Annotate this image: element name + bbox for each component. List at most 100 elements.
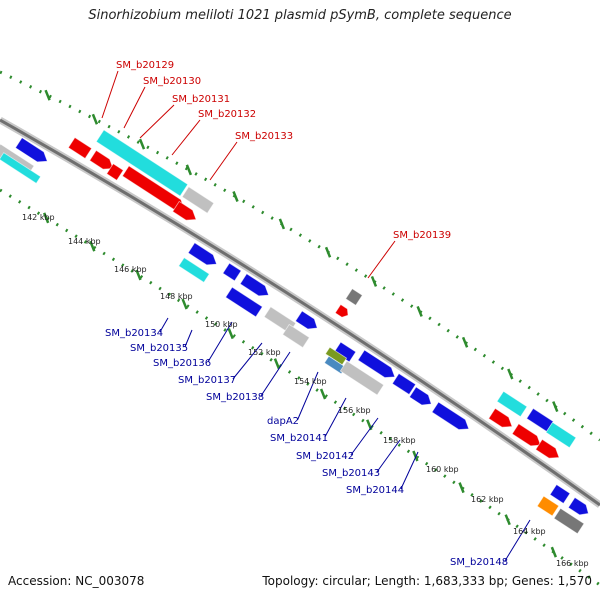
gene-shape [95, 129, 189, 197]
reverse-gene-label: SM_b20144 [346, 485, 404, 496]
scale-label: 142 kbp [22, 213, 55, 222]
gene-arrow [323, 355, 347, 375]
gene-arrow [89, 149, 114, 170]
gene-arrow [95, 129, 189, 197]
major-tick [550, 546, 558, 558]
gene-shape [345, 288, 363, 306]
gene-shape [282, 323, 310, 349]
major-tick [181, 298, 188, 310]
gene-shape [294, 310, 318, 330]
leader-line [350, 417, 379, 456]
major-tick-marks [42, 89, 559, 558]
scale-label: 154 kbp [294, 377, 327, 386]
gene-arrow [567, 496, 589, 516]
reverse-gene-label: SM_b20148 [450, 557, 508, 568]
gene-arrow [0, 152, 42, 184]
gene-arrow [222, 262, 242, 282]
major-tick [185, 164, 193, 176]
backbone-line-core [0, 118, 600, 507]
major-tick [138, 138, 146, 150]
gene-arrow [496, 390, 528, 418]
gene-shape [334, 303, 349, 318]
reverse-gene-label: SM_b20143 [322, 468, 380, 479]
major-tick [89, 240, 96, 252]
leader-line [171, 119, 201, 156]
reverse-gene-label: SM_b20138 [206, 392, 264, 403]
reverse-gene-label: SM_b20142 [296, 451, 354, 462]
gene-shape [408, 386, 432, 406]
gene-arrow [357, 349, 396, 378]
leader-line [297, 371, 319, 421]
leader-line [139, 104, 175, 139]
leader-line [184, 329, 193, 348]
gene-shape [535, 438, 560, 459]
gene-arrow [536, 495, 560, 517]
scale-label: 162 kbp [471, 495, 504, 504]
gene-shape [181, 186, 215, 214]
leader-line [324, 397, 347, 438]
major-tick [458, 482, 465, 494]
major-tick [552, 401, 559, 413]
gene-shape [178, 257, 210, 283]
gene-shape [545, 421, 577, 449]
gene-shape [323, 355, 347, 375]
scale-label: 164 kbp [513, 527, 546, 536]
gene-arrow [67, 136, 93, 160]
scale-label: 152 kbp [248, 348, 281, 357]
gene-arrow [535, 438, 560, 459]
gene-arrow [391, 372, 417, 396]
gene-arrow [282, 323, 310, 349]
gene-arrow [545, 421, 577, 449]
scale-label: 166 kbp [556, 559, 589, 568]
map-title: Sinorhizobium meliloti 1021 plasmid pSym… [88, 8, 512, 23]
gene-arrow [553, 507, 585, 535]
gene-arrow [333, 341, 357, 363]
gene-arrow [294, 310, 318, 330]
reverse-gene-label: dapA2 [267, 416, 299, 427]
gene-shape [67, 136, 93, 160]
reverse-gene-label: SM_b20134 [105, 328, 163, 339]
gene-arrow [511, 423, 542, 447]
accession-text: Accession: NC_003078 [8, 574, 145, 588]
major-tick [416, 305, 423, 317]
leader-line [232, 342, 263, 380]
major-tick [278, 218, 286, 230]
major-tick [273, 358, 281, 370]
scale-label: 158 kbp [383, 436, 416, 445]
gene-arrow [225, 286, 263, 318]
gene-shape [222, 262, 242, 282]
gene-arrow [14, 137, 48, 163]
scale-label: 156 kbp [338, 406, 371, 415]
gene-shape [187, 242, 218, 266]
gene-shape [172, 200, 197, 221]
gene-shape [106, 163, 124, 181]
gene-arrow [334, 303, 349, 318]
leader-line [260, 351, 291, 397]
gene-shape [536, 495, 560, 517]
major-tick [319, 388, 327, 400]
gene-shape [488, 407, 513, 428]
gene-features [0, 129, 589, 535]
leader-line [376, 439, 401, 473]
gene-arrow [187, 242, 218, 266]
gene-shape [553, 507, 585, 535]
gene-arrow [431, 401, 470, 430]
scale-label: 148 kbp [160, 292, 193, 301]
leader-line [209, 141, 238, 181]
gene-shape [496, 390, 528, 418]
gene-shape [549, 484, 571, 504]
gene-arrow [172, 200, 197, 221]
reverse-gene-label: SM_b20136 [153, 358, 211, 369]
gene-shape [0, 152, 42, 184]
major-tick [507, 368, 514, 380]
gene-labels: SM_b20129SM_b20130SM_b20131SM_b20132SM_b… [105, 60, 508, 568]
gene-shape [333, 341, 357, 363]
inner-tick-ring [0, 188, 600, 587]
backbone-line [0, 116, 600, 508]
gene-arrow [181, 186, 215, 214]
forward-gene-label: SM_b20129 [116, 60, 174, 71]
gene-arrow [549, 484, 571, 504]
scale-label: 146 kbp [114, 265, 147, 274]
gene-arrow [239, 273, 270, 297]
